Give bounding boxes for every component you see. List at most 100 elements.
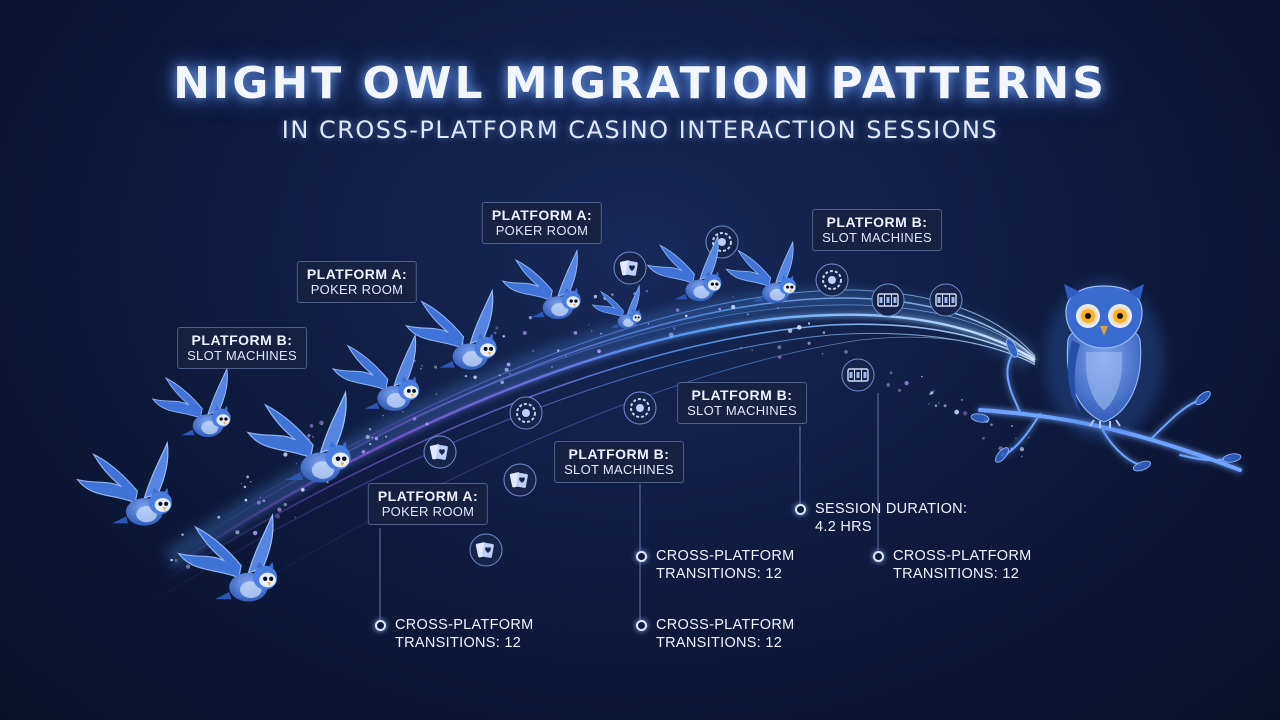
platform-label-slots: PLATFORM B: SLOT MACHINES [554,441,684,483]
owl-icon [77,442,173,527]
sparkle [186,564,191,569]
sparkle [778,355,782,359]
stat-transitions: CROSS-PLATFORM TRANSITIONS: 12 [636,547,794,583]
sparkle [982,436,985,440]
sparkle [821,353,824,355]
sparkle [509,372,511,375]
sparkle [243,485,247,489]
sparkle [402,411,404,413]
sparkle [943,404,947,408]
platform-label-poker: PLATFORM A: POKER ROOM [296,261,418,303]
sparkle [796,325,802,330]
playing-cards-icon [423,435,457,469]
sparkle [645,290,649,293]
sparkle [500,380,505,385]
sparkle [685,314,688,318]
sparkle [435,393,438,395]
platform-label-slots: PLATFORM B: SLOT MACHINES [812,209,942,251]
poker-chip-icon [509,396,543,430]
sparkle [928,403,930,405]
sparkle [593,294,598,299]
sparkle [464,374,468,378]
sparkle [1028,437,1030,439]
page-title: NIGHT OWL MIGRATION PATTERNS [173,58,1107,109]
sparkle [502,335,505,338]
sparkle [494,331,497,334]
sparkle [319,420,324,426]
sparkle [1019,447,1025,452]
playing-cards-icon [469,533,503,567]
sparkle [718,307,721,311]
sparkle [647,322,650,325]
sparkle [244,498,248,502]
owl-icon [502,250,582,320]
owl-icon [152,368,232,438]
sparkle [495,326,499,330]
perched-owl [970,280,1242,472]
sparkle [588,324,590,326]
stat-session-duration: SESSION DURATION: 4.2 HRS [795,500,967,536]
sparkle [473,375,477,379]
sparkle [1020,455,1023,458]
slot-machine-icon [841,358,875,392]
sparkle [897,388,902,393]
sparkle [246,475,249,479]
sparkle [252,530,258,536]
sparkle [990,423,993,426]
sparkle [181,533,184,536]
sparkle [235,530,240,535]
sparkle [731,304,736,310]
sparkle [740,346,742,349]
sparkle [371,436,374,439]
poker-chip-icon [623,391,657,425]
sparkle [420,367,422,370]
sparkle [295,462,298,465]
sparkle [930,391,934,395]
sparkle [294,516,297,519]
sparkle [361,449,366,454]
sparkle [807,341,811,345]
sparkle [932,389,935,392]
sparkle [522,330,527,335]
sparkle [822,331,826,334]
sparkle [675,308,680,312]
stat-transitions: CROSS-PLATFORM TRANSITIONS: 12 [636,616,794,652]
bullet-icon [375,620,386,631]
sparkle [275,514,280,519]
sparkle [960,398,963,401]
platform-label-poker: PLATFORM A: POKER ROOM [481,202,603,244]
sparkle [368,428,372,431]
owl-icon [405,290,498,371]
sparkle [962,411,968,416]
sparkle [366,451,369,454]
sparkle [551,365,553,368]
poker-chip-icon [815,263,849,297]
slot-machine-icon [929,283,963,317]
platform-label-slots: PLATFORM B: SLOT MACHINES [177,327,307,369]
sparkle [256,500,261,505]
sparkle [283,502,287,507]
sparkle [573,330,578,335]
playing-cards-icon [613,251,647,285]
sparkle [938,402,940,404]
sparkle [250,481,252,483]
sparkle [921,375,923,378]
sparkle [506,362,511,367]
sparkle [732,296,734,298]
sparkle [309,424,314,428]
page-subtitle: IN CROSS-PLATFORM CASINO INTERACTION SES… [281,116,999,144]
sparkle [531,349,535,353]
sparkle [904,381,909,386]
sparkle [1011,425,1013,427]
bullet-icon [873,551,884,562]
sparkle [600,332,602,335]
sparkle [668,332,674,338]
sparkle [385,435,388,438]
sparkle [283,452,288,457]
sparkle [556,349,560,352]
platform-label-poker: PLATFORM A: POKER ROOM [367,483,489,525]
sparkle [365,434,370,440]
sparkle [886,383,891,387]
